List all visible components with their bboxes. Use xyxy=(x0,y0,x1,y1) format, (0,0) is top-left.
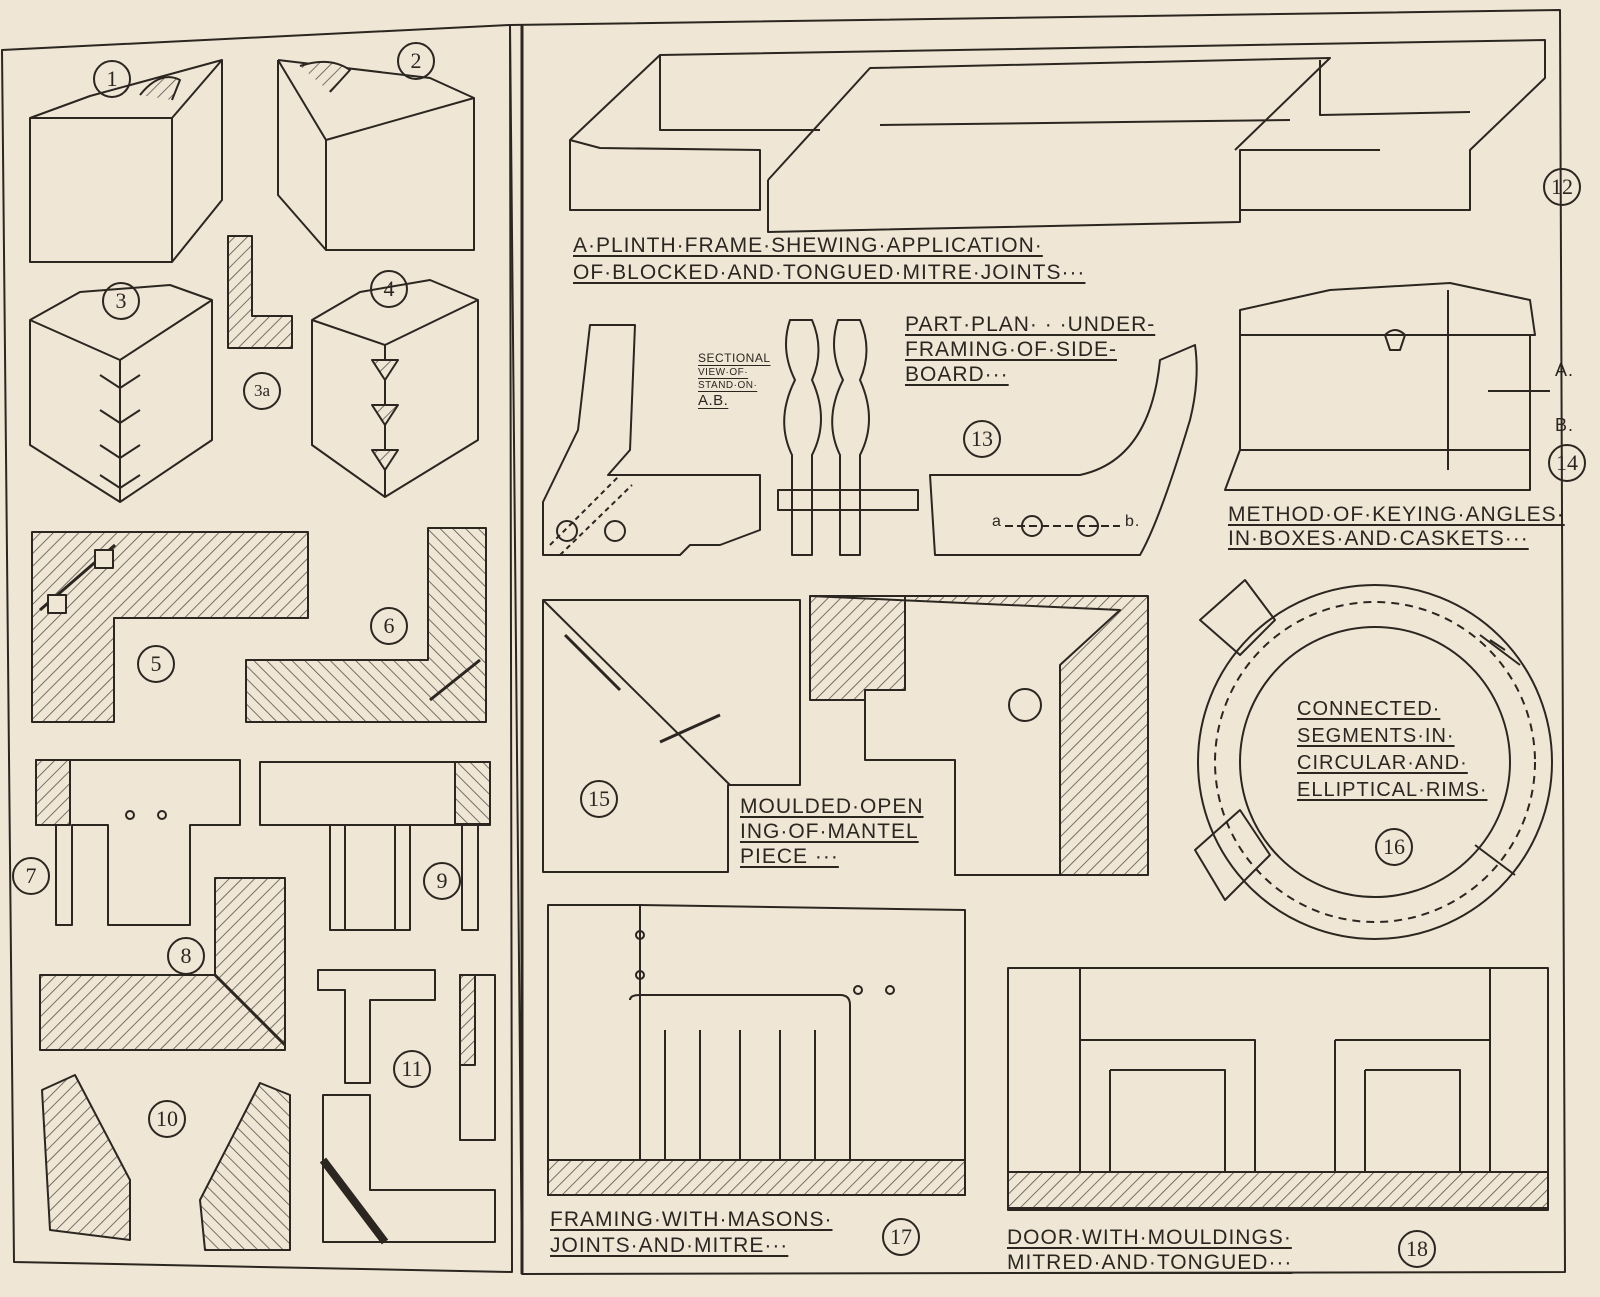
fig13-title-line1: PART·PLAN· · ·UNDER- xyxy=(905,313,1156,336)
fig16-caption-line2: SEGMENTS·IN· xyxy=(1297,725,1455,747)
fig11-mitred-frame xyxy=(317,969,496,1245)
figure-number-18: 18 xyxy=(1398,1230,1436,1268)
fig18-caption-line1: DOOR·WITH·MOULDINGS· xyxy=(1007,1226,1292,1249)
fig15-caption-line1: MOULDED·OPEN xyxy=(740,795,924,818)
figure-number-11: 11 xyxy=(393,1050,431,1088)
fig18-caption-line2: MITRED·AND·TONGUED··· xyxy=(1007,1251,1293,1274)
figure-number-17: 17 xyxy=(882,1218,920,1256)
fig15-caption-line3: PIECE ··· xyxy=(740,845,839,868)
fig12-plinth-frame xyxy=(569,39,1546,233)
figure-number-5: 5 xyxy=(137,645,175,683)
fig6-screwed-joint xyxy=(245,527,487,723)
fig13-title-line3: BOARD··· xyxy=(905,363,1009,386)
fig17-framing xyxy=(547,904,966,1196)
fig13-section-line1: SECTIONAL xyxy=(698,351,771,365)
fig13-section-line4: A.B. xyxy=(698,392,729,409)
figure-number-7: 7 xyxy=(12,857,50,895)
figure-number-8: 8 xyxy=(167,937,205,975)
fig8-mitre-section xyxy=(39,877,287,1051)
figure-number-15: 15 xyxy=(580,780,618,818)
fig13-underframing xyxy=(542,319,1198,556)
fig10-dowelled-mitre xyxy=(41,1074,291,1251)
figure-number-14: 14 xyxy=(1548,444,1586,482)
figure-number-3: 3 xyxy=(102,282,140,320)
fig14-caption-line2: IN·BOXES·AND·CASKETS··· xyxy=(1228,527,1529,550)
fig15-moulded-opening xyxy=(542,595,1149,876)
fig2-tongued-mitre xyxy=(277,59,475,251)
figure-number-12: 12 xyxy=(1543,168,1581,206)
figure-number-10: 10 xyxy=(148,1100,186,1138)
fig17-caption-line2: JOINTS·AND·MITRE··· xyxy=(550,1234,789,1257)
fig5-bolted-mitre xyxy=(31,531,309,723)
fig12-caption-line2: OF·BLOCKED·AND·TONGUED·MITRE·JOINTS··· xyxy=(573,261,1086,284)
figure-number-4: 4 xyxy=(370,270,408,308)
figure-number-1: 1 xyxy=(93,60,131,98)
plate-border-right xyxy=(509,9,1566,1275)
fig13-point-a: a xyxy=(992,513,1002,530)
fig14-caption-line1: METHOD·OF·KEYING·ANGLES· xyxy=(1228,503,1565,526)
fig12-caption-line1: A·PLINTH·FRAME·SHEWING·APPLICATION· xyxy=(573,234,1043,257)
fig16-caption-line4: ELLIPTICAL·RIMS· xyxy=(1297,779,1488,801)
fig14-casket xyxy=(1224,282,1550,491)
figure-number-2: 2 xyxy=(397,42,435,80)
fig4-keyed-mitre xyxy=(311,279,479,498)
fig16-segmented-rim xyxy=(1194,579,1553,940)
figure-number-16: 16 xyxy=(1375,828,1413,866)
fig1-mitre-joint xyxy=(29,59,223,263)
fig3a-section xyxy=(227,235,293,349)
fig13-section-line3: STAND·ON· xyxy=(698,380,758,391)
fig16-caption-line1: CONNECTED· xyxy=(1297,698,1441,720)
figure-number-13: 13 xyxy=(963,420,1001,458)
figure-number-3a: 3a xyxy=(243,372,281,410)
fig15-caption-line2: ING·OF·MANTEL xyxy=(740,820,919,843)
fig14-label-a: A. xyxy=(1555,360,1575,380)
fig14-label-b: B. xyxy=(1555,415,1575,435)
figure-number-9: 9 xyxy=(423,862,461,900)
fig13-point-b: b. xyxy=(1125,513,1141,530)
fig13-title-line2: FRAMING·OF·SIDE- xyxy=(905,338,1117,361)
figure-number-6: 6 xyxy=(370,607,408,645)
fig9-frame-section xyxy=(259,761,491,931)
plate-border-left xyxy=(1,24,513,1273)
fig16-caption-line3: CIRCULAR·AND· xyxy=(1297,752,1468,774)
fig17-caption-line1: FRAMING·WITH·MASONS· xyxy=(550,1208,833,1231)
fig7-frame-section xyxy=(35,759,241,926)
fig13-section-line2: VIEW·OF· xyxy=(698,367,749,378)
fig18-door xyxy=(1007,967,1549,1211)
